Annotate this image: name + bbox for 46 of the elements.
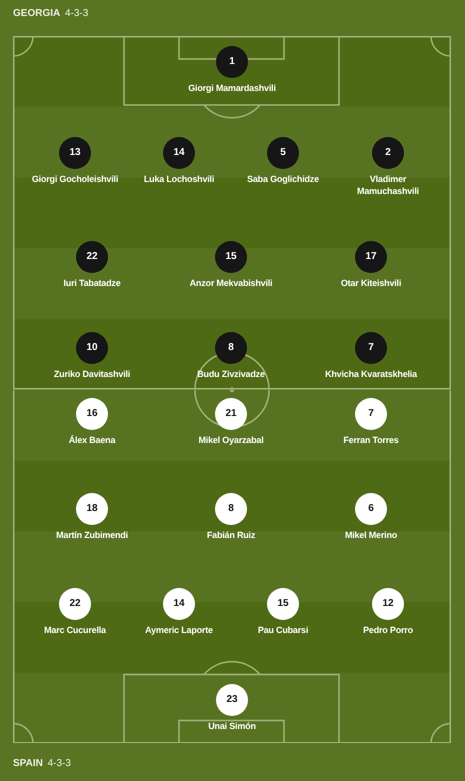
player-marker: 5 <box>267 137 299 169</box>
player-marker: 15 <box>267 588 299 620</box>
player-marker: 7 <box>355 398 387 430</box>
player-marker: 12 <box>372 588 404 620</box>
player-name: Saba Goglichidze <box>246 173 320 185</box>
player-marker: 2 <box>372 137 404 169</box>
team-heading: GEORGIA 4-3-3 <box>13 8 88 20</box>
player-name: Martín Zubimendi <box>55 529 129 541</box>
player-marker: 14 <box>163 588 195 620</box>
player-marker: 8 <box>215 332 247 364</box>
player-name: Otar Kiteishvili <box>340 277 402 289</box>
player-marker: 21 <box>215 398 247 430</box>
player-name: Budu Zivzivadze <box>196 368 266 380</box>
player-name: Mikel Merino <box>344 529 398 541</box>
player-name: Giorgi Gocholeishvili <box>30 173 120 185</box>
player-marker: 10 <box>76 332 108 364</box>
player-marker: 22 <box>76 241 108 273</box>
player-name: Mikel Oyarzabal <box>197 434 265 446</box>
player-name: Pau Cubarsi <box>256 624 310 636</box>
player-name: Giorgi Mamardashvili <box>187 82 277 94</box>
player-marker: 15 <box>215 241 247 273</box>
player-name: Zuriko Davitashvili <box>52 368 132 380</box>
player-marker: 22 <box>59 588 91 620</box>
player-name: Unai Simón <box>207 720 257 732</box>
player-name: Anzor Mekvabishvili <box>188 277 274 289</box>
player-marker: 7 <box>355 332 387 364</box>
player-name: Vladimer Mamuchashvili <box>356 173 420 197</box>
player-name: Álex Baena <box>68 434 116 446</box>
player-marker: 1 <box>216 46 248 78</box>
player-marker: 23 <box>216 684 248 716</box>
player-marker: 6 <box>355 493 387 525</box>
player-name: Iuri Tabatadze <box>62 277 122 289</box>
player-name: Khvicha Kvaratskhelia <box>324 368 418 380</box>
player-name: Marc Cucurella <box>43 624 107 636</box>
player-marker: 18 <box>76 493 108 525</box>
player-marker: 17 <box>355 241 387 273</box>
player-name: Luka Lochoshvili <box>142 173 216 185</box>
player-name: Fabián Ruiz <box>206 529 256 541</box>
player-marker: 16 <box>76 398 108 430</box>
player-marker: 13 <box>59 137 91 169</box>
player-name: Pedro Porro <box>362 624 414 636</box>
player-name: Aymeric Laporte <box>144 624 214 636</box>
player-marker: 14 <box>163 137 195 169</box>
team-heading: SPAIN 4-3-3 <box>13 758 71 770</box>
player-name: Ferran Torres <box>342 434 400 446</box>
player-marker: 8 <box>215 493 247 525</box>
